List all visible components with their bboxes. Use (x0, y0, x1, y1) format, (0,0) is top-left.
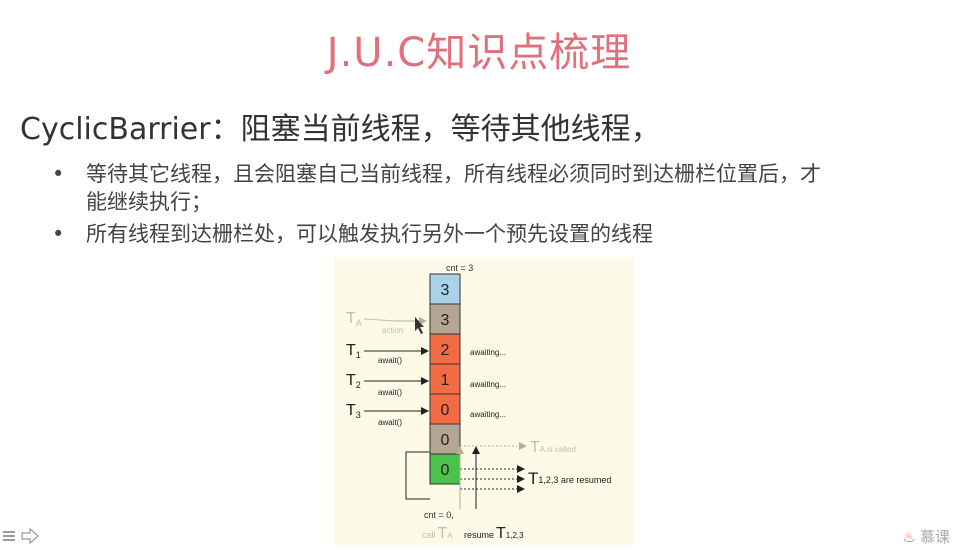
thread-2: T2 await() awaiting... (346, 372, 506, 397)
counter-cell-value: 2 (441, 342, 450, 359)
thread-3-awaiting: awaiting... (470, 410, 506, 419)
slide-title: J.U.C知识点梳理 (326, 30, 632, 76)
counter-cell-value: 1 (441, 372, 450, 389)
action-label: action (382, 326, 403, 335)
cnt-top-label: cnt = 3 (446, 263, 473, 273)
counter-cell-value: 0 (441, 462, 450, 479)
brand-watermark: ♨ 慕课 (902, 526, 950, 547)
ta-called-label: TA is called (530, 439, 576, 456)
counter-cell (429, 363, 461, 395)
bullet-list: • 等待其它线程，且会阻塞自己当前线程，所有线程必须同时到达栅栏位置后，才能继续… (52, 160, 832, 252)
counter-cell (429, 423, 461, 455)
diagram-svg: cnt = 3 3 3 2 1 0 0 0 TA action T1 await() awa… (346, 263, 611, 542)
bullet-marker: • (52, 222, 65, 246)
thread-2-call: await() (378, 388, 402, 397)
bullet-marker: • (52, 162, 65, 186)
counter-cell-value: 0 (441, 432, 450, 449)
thread-1-label: T1 (346, 342, 361, 360)
thread-2-awaiting: awaiting... (470, 380, 506, 389)
action-line (363, 318, 397, 322)
counter-cell-value: 0 (441, 402, 450, 419)
nav-controls[interactable] (2, 527, 40, 547)
counter-cell (429, 453, 461, 485)
cyclic-barrier-diagram: cnt = 3 3 3 2 1 0 0 0 TA action T1 await() awa… (334, 257, 634, 545)
thread-3: T3 await() awaiting... (346, 402, 506, 427)
cnt-bottom-label: cnt = 0, (424, 510, 454, 520)
thread-1: T1 await() awaiting... (346, 342, 506, 365)
list-arrow-icon[interactable] (2, 527, 40, 545)
thread-2-label: T2 (346, 372, 361, 390)
brand-text: 慕课 (919, 529, 950, 546)
thread-3-label: T3 (346, 402, 361, 420)
bullet-item: • 等待其它线程，且会阻塞自己当前线程，所有线程必须同时到达栅栏位置后，才能继续… (52, 160, 832, 216)
flame-icon: ♨ (902, 529, 916, 546)
mouse-cursor-icon (415, 317, 424, 334)
bullet-text: 所有线程到达栅栏处，可以触发执行另外一个预先设置的线程 (86, 222, 653, 246)
resumed-label: T1,2,3 are resumed (528, 469, 611, 488)
counter-cells: 3 3 2 1 0 0 0 (429, 273, 461, 485)
loop-back-line (405, 451, 430, 500)
counter-cell-value: 3 (441, 312, 450, 329)
counter-cell (429, 273, 461, 305)
thread-1-call: await() (378, 356, 402, 365)
action-thread-label: TA (346, 310, 362, 328)
slide-heading: CyclicBarrier：阻塞当前线程，等待其他线程， (20, 112, 661, 147)
thread-3-call: await() (378, 418, 402, 427)
bullet-item: • 所有线程到达栅栏处，可以触发执行另外一个预先设置的线程 (52, 220, 832, 248)
thread-1-awaiting: awaiting... (470, 348, 506, 357)
counter-cell-value: 3 (441, 282, 450, 299)
bullet-text: 等待其它线程，且会阻塞自己当前线程，所有线程必须同时到达栅栏位置后，才能继续执行… (86, 162, 821, 214)
